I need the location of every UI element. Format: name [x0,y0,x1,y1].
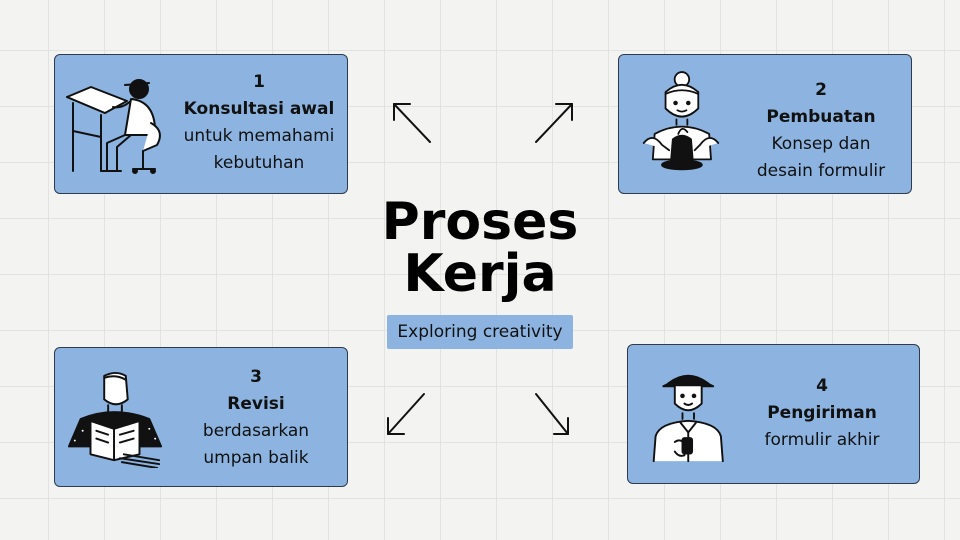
step-description-line: kebutuhan [213,153,305,173]
potter-with-vase-icon [642,71,720,171]
arrow-down-right-icon [535,393,569,435]
designer-at-drafting-table-icon [66,79,161,174]
page-title-line: Kerja [403,244,557,304]
step-number: 4 [816,376,828,396]
step-number: 2 [815,80,827,100]
step-card-4: 4 Pengiriman formulir akhir [627,344,920,484]
step-number: 1 [253,72,265,92]
step-description-line: umpan balik [203,448,309,468]
page-title: Proses Kerja [350,196,610,300]
step-title: Konsultasi awal [183,99,335,119]
page-title-line: Proses [381,192,579,252]
step-description-line: formulir akhir [764,430,880,450]
step-card-3: 3 Revisi berdasarkan umpan balik [54,347,348,487]
arrow-up-right-icon [535,103,573,143]
person-reading-book-icon [67,371,163,468]
tagline-badge: Exploring creativity [387,315,573,349]
step-card-2: 2 Pembuatan Konsep dan desain formulir [618,54,912,194]
step-description-line: berdasarkan [202,421,310,441]
arrow-up-left-icon [393,103,431,143]
step-title: Pengiriman [767,403,877,423]
step-card-1: 1 Konsultasi awal untuk memahami kebutuh… [54,54,348,194]
step-description-line: untuk memahami [183,126,335,146]
arrow-down-left-icon [387,393,425,435]
step-number: 3 [250,367,262,387]
step-title: Pembuatan [766,107,876,127]
step-title: Revisi [227,394,285,414]
person-with-phone-icon [652,374,724,463]
step-description-line: desain formulir [756,161,886,181]
step-description-line: Konsep dan [771,134,871,154]
